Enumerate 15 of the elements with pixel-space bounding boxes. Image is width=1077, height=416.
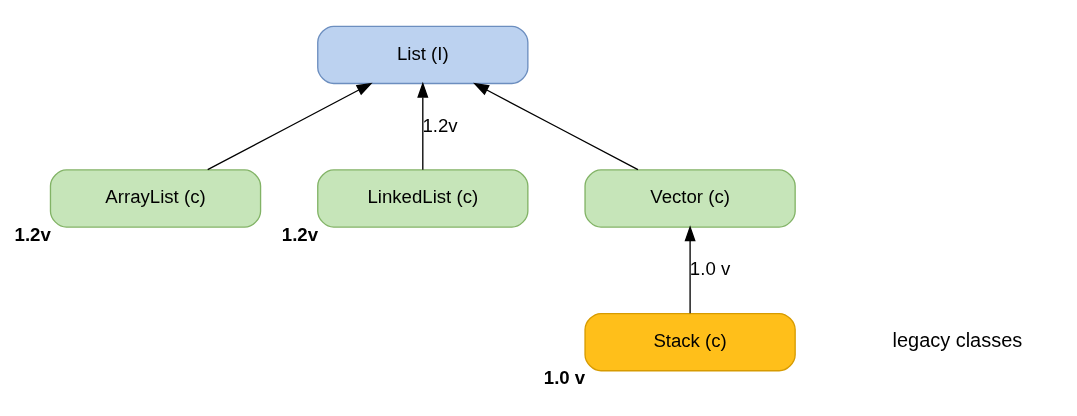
node-label: 1.2v	[281, 223, 319, 245]
arrow	[684, 224, 696, 314]
arrow	[207, 82, 373, 170]
arrow	[473, 82, 639, 170]
arrow	[417, 81, 429, 170]
node-label: 1.2v	[14, 223, 51, 245]
edge-label: 1.2v	[422, 114, 458, 136]
node-box: LinkedList (c)	[317, 168, 529, 228]
label: legacy classes	[892, 328, 1023, 351]
node-box: Vector (c)	[584, 168, 796, 228]
edge-label: 1.0 v	[689, 257, 731, 279]
node-box: ArrayList (c)	[49, 168, 262, 228]
node-box: Stack (c)	[584, 312, 796, 371]
node-box: List (I)	[317, 25, 529, 84]
node-label: 1.0 v	[543, 366, 586, 388]
